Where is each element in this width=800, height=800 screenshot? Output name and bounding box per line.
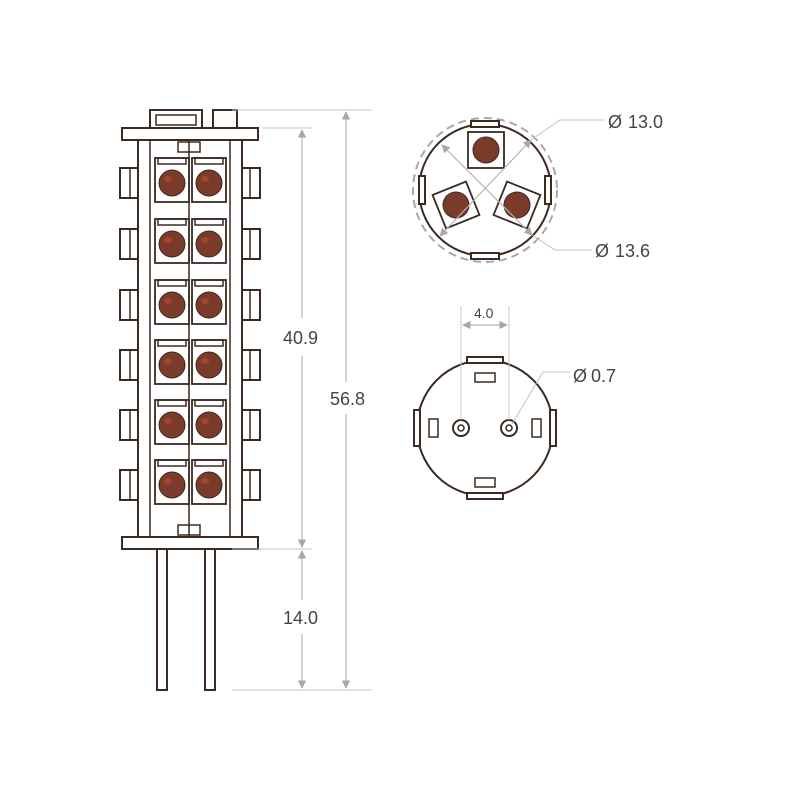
top-plate xyxy=(121,127,259,141)
front-led xyxy=(191,459,227,505)
side-led-left xyxy=(119,228,139,260)
outer-diameter-dashed-circle xyxy=(412,117,558,263)
side-led-left xyxy=(119,349,139,381)
label-56-8: 56.8 xyxy=(330,389,365,409)
front-led xyxy=(154,279,190,325)
side-led-right xyxy=(241,167,261,199)
front-led xyxy=(191,399,227,445)
side-led-right xyxy=(241,228,261,260)
side-led-left xyxy=(119,469,139,501)
side-view xyxy=(119,109,261,691)
leader-13-0 xyxy=(530,119,605,141)
bottom-pin-right xyxy=(500,419,518,437)
front-led-group xyxy=(154,157,227,505)
bottom-pin-left xyxy=(452,419,470,437)
label-40-9: 40.9 xyxy=(283,328,318,348)
leader-0-7 xyxy=(511,371,570,425)
front-led xyxy=(154,218,190,264)
side-led-left xyxy=(119,167,139,199)
front-led xyxy=(191,157,227,203)
leader-13-6 xyxy=(531,234,592,251)
side-led-right xyxy=(241,409,261,441)
pin-left xyxy=(156,548,168,691)
label-4-0: 4.0 xyxy=(474,305,494,321)
pin-right xyxy=(204,548,216,691)
side-led-right xyxy=(241,469,261,501)
label-14-0: 14.0 xyxy=(283,608,318,628)
bottom-plate xyxy=(121,536,259,550)
side-led-left xyxy=(119,409,139,441)
side-dimensions: 40.9 56.8 14.0 xyxy=(232,109,372,691)
front-led xyxy=(154,459,190,505)
front-led xyxy=(154,339,190,385)
front-led xyxy=(154,157,190,203)
side-led-right xyxy=(241,349,261,381)
front-led xyxy=(154,399,190,445)
side-led-left xyxy=(119,289,139,321)
front-led xyxy=(191,279,227,325)
side-led-right xyxy=(241,289,261,321)
top-led-1 xyxy=(467,131,505,169)
front-led xyxy=(191,218,227,264)
front-led xyxy=(191,339,227,385)
side-led-group xyxy=(119,167,261,501)
